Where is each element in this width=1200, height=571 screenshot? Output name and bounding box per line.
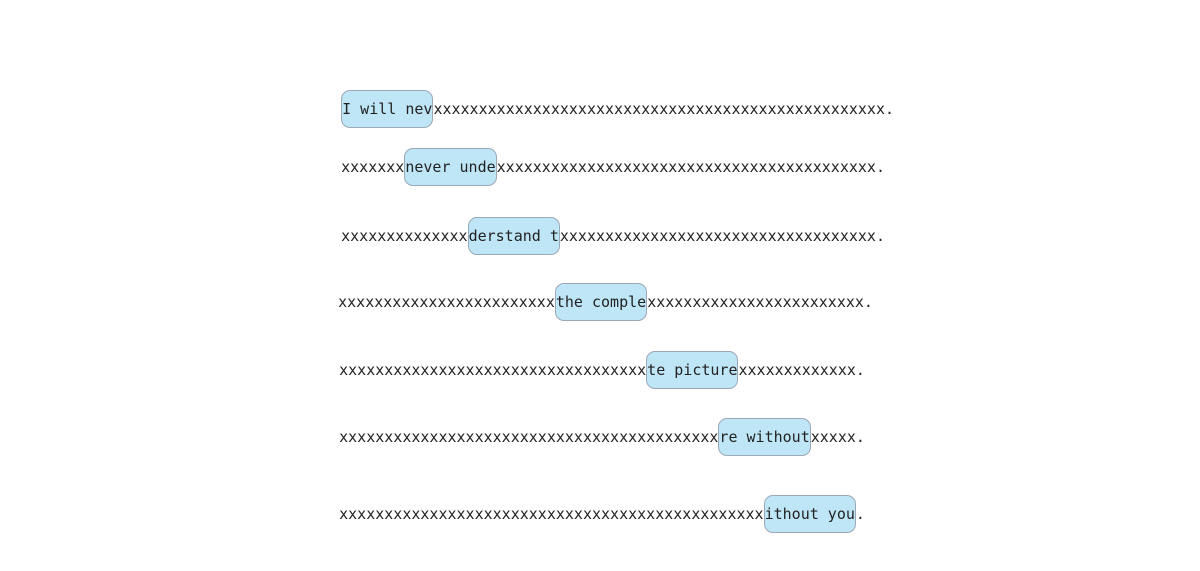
window-box: the comple [554,283,648,321]
row-suffix: xxxxx. [810,428,865,446]
row-prefix: xxxxxxxxxxxxxxxxxxxxxxxxxxxxxxxxxx [339,361,647,379]
row-suffix: xxxxxxxxxxxxxxxxxxxxxxxxxxxxxxxxxxxxxxxx… [496,158,885,176]
window-box: re without [718,418,811,456]
window-box: never unde [404,148,497,186]
window-box: te picture [646,351,739,389]
window-box: ithout you [763,495,856,533]
sequence-row-1: I will nevxxxxxxxxxxxxxxxxxxxxxxxxxxxxxx… [305,52,894,128]
sequence-row-6: xxxxxxxxxxxxxxxxxxxxxxxxxxxxxxxxxxxxxxxx… [303,380,865,456]
row-suffix: xxxxxxxxxxxxx. [738,361,865,379]
row-suffix: . [855,505,865,523]
row-suffix: xxxxxxxxxxxxxxxxxxxxxxxxxxxxxxxxxxx. [559,227,885,245]
sequence-row-5: xxxxxxxxxxxxxxxxxxxxxxxxxxxxxxxxxxte pic… [303,313,865,389]
row-prefix: xxxxxxxxxxxxxxxxxxxxxxxxxxxxxxxxxxxxxxxx… [339,428,719,446]
window-box: I will nev [341,90,434,128]
sliding-window-diagram: I will nevxxxxxxxxxxxxxxxxxxxxxxxxxxxxxx… [302,52,894,533]
row-suffix: xxxxxxxxxxxxxxxxxxxxxxxx. [647,293,873,311]
sequence-row-3: xxxxxxxxxxxxxxderstand txxxxxxxxxxxxxxxx… [305,179,885,255]
row-prefix: xxxxxxxxxxxxxxxxxxxxxxxxxxxxxxxxxxxxxxxx… [339,505,764,523]
row-prefix: xxxxxxxxxxxxxxxxxxxxxxxx [338,293,555,311]
row-prefix: xxxxxxxxxxxxxx [341,227,468,245]
sequence-row-7: xxxxxxxxxxxxxxxxxxxxxxxxxxxxxxxxxxxxxxxx… [303,457,865,533]
sequence-row-4: xxxxxxxxxxxxxxxxxxxxxxxxthe complexxxxxx… [302,245,873,321]
sequence-row-2: xxxxxxxnever undexxxxxxxxxxxxxxxxxxxxxxx… [305,110,885,186]
window-box: derstand t [467,217,560,255]
row-prefix: xxxxxxx [341,158,405,176]
row-suffix: xxxxxxxxxxxxxxxxxxxxxxxxxxxxxxxxxxxxxxxx… [433,100,895,118]
